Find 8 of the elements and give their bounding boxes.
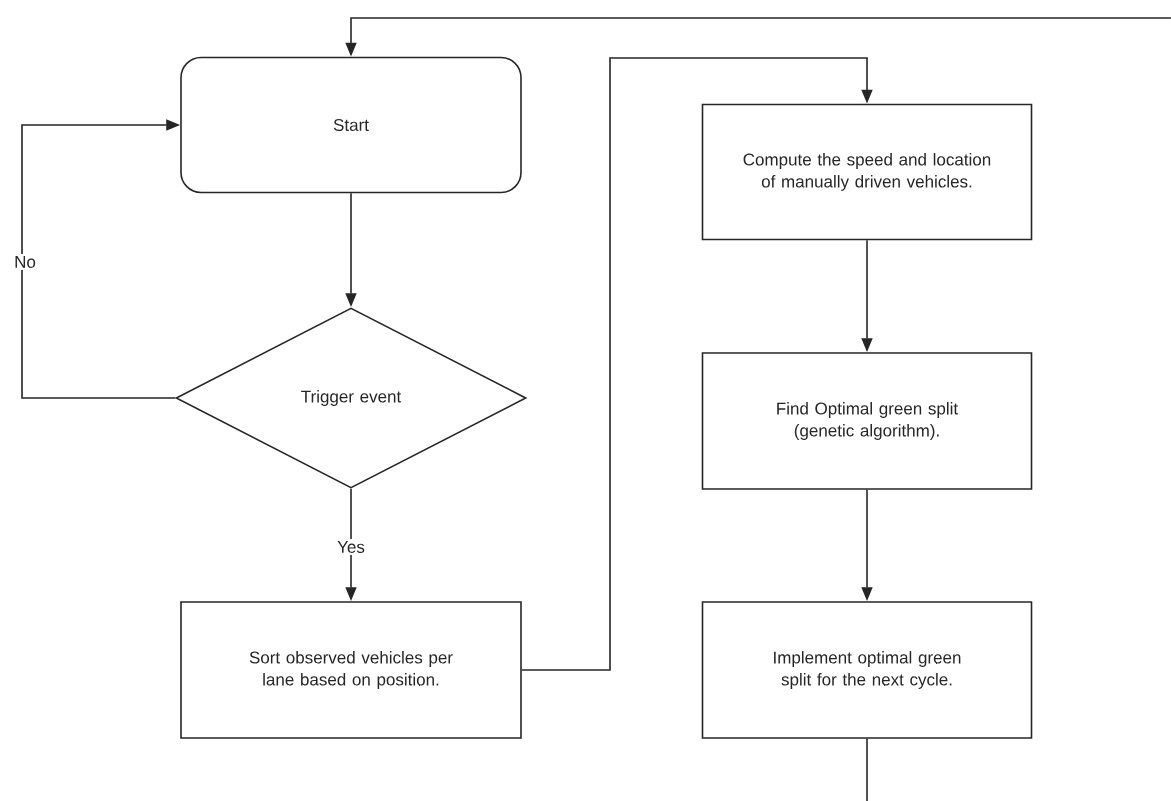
start-box: Start bbox=[180, 56, 522, 194]
edge-label: Yes bbox=[335, 539, 367, 555]
process-box: Compute the speed and location of manually driven vehicles. bbox=[701, 103, 1033, 241]
process-box: Sort observed vehicles per lane based on position. bbox=[180, 601, 522, 739]
arrow bbox=[521, 57, 873, 671]
process-box: Find Optimal green split (genetic algorithm). bbox=[701, 352, 1033, 490]
edge-label: No bbox=[12, 254, 38, 270]
process-box: Implement optimal green split for the next cycle. bbox=[701, 601, 1033, 739]
